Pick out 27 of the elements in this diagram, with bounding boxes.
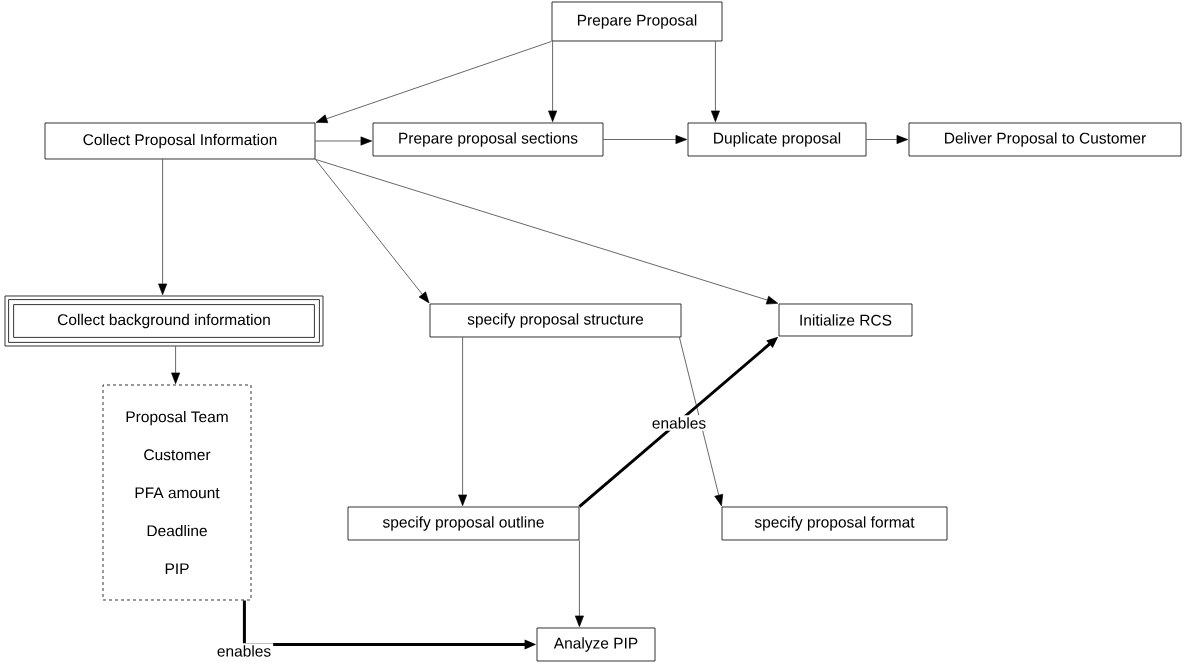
- process-box: Analyze PIP: [536, 627, 656, 662]
- process-box: Deliver Proposal to Customer: [908, 122, 1182, 157]
- process-box: specify proposal outline: [347, 506, 580, 541]
- process-box: Initialize RCS: [778, 303, 913, 337]
- process-box: Collect Proposal Information: [44, 122, 316, 160]
- arrow: [315, 159, 430, 304]
- process-box: specify proposal format: [721, 506, 948, 541]
- dashed-box: Proposal Team Customer PFA amount Deadline PIP: [102, 384, 252, 601]
- arrow: [574, 540, 584, 628]
- arrow: [866, 135, 909, 144]
- process-box: Prepare proposal sections: [372, 122, 604, 157]
- arrow: [171, 346, 181, 385]
- process-box: Prepare Proposal: [551, 1, 723, 42]
- arrow: [603, 135, 688, 144]
- edge-label: enables: [214, 643, 274, 659]
- arrow: [548, 41, 558, 123]
- process-box: specify proposal structure: [429, 303, 682, 338]
- arrow: [315, 159, 779, 305]
- arrow: [315, 136, 373, 146]
- edge-label: enables: [649, 415, 709, 431]
- arrow: [315, 41, 552, 123]
- arrow: [458, 337, 468, 507]
- arrow: [710, 41, 720, 123]
- triple-border-box: Collect background information: [4, 295, 324, 347]
- process-box: Duplicate proposal: [687, 122, 867, 157]
- arrow: [679, 337, 724, 507]
- arrow: [158, 159, 168, 296]
